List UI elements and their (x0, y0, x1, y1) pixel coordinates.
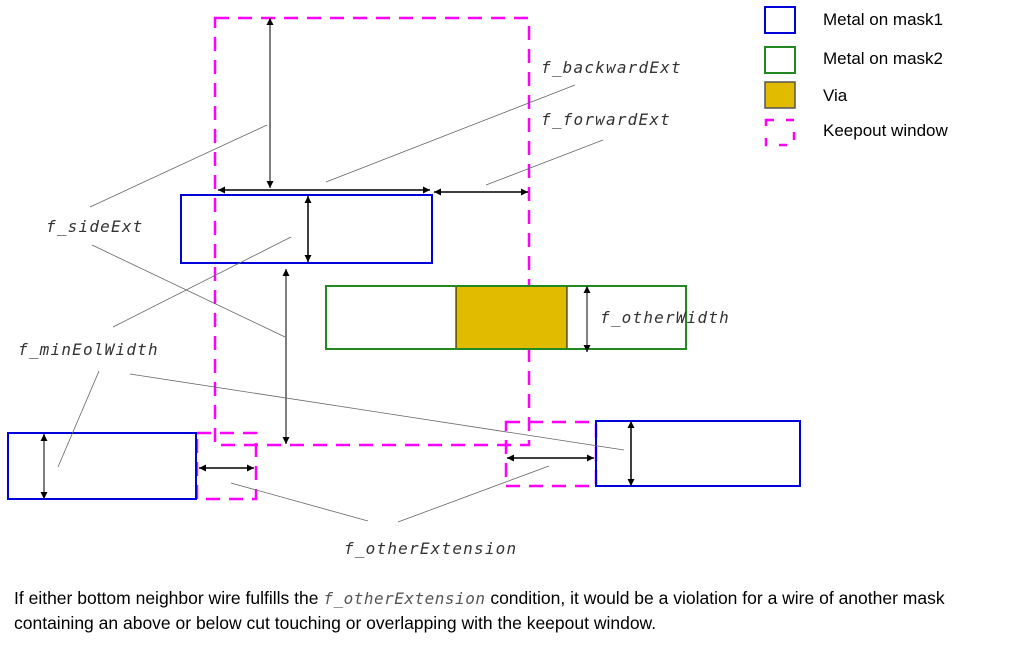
label-min-eol-width: f_minEolWidth (18, 340, 159, 359)
label-backward-ext: f_backwardExt (541, 58, 682, 77)
legend-mask2-label: Metal on mask2 (823, 49, 943, 68)
legend-mask1-label: Metal on mask1 (823, 10, 943, 29)
mask1-wire-bottom-left (7, 432, 197, 500)
leader-lines (57, 84, 625, 523)
caption-part2: condition, it would be a violation for a… (14, 588, 945, 633)
mask2-wire (325, 285, 687, 350)
legend-keepout-label: Keepout window (823, 121, 948, 140)
legend-mask2-swatch (764, 46, 796, 74)
keepout-window-main (213, 16, 531, 447)
label-other-width: f_otherWidth (600, 308, 730, 327)
caption-code: f_otherExtension (323, 589, 486, 608)
mask1-wire-main (180, 194, 433, 264)
label-forward-ext: f_forwardExt (541, 110, 671, 129)
legend-keepout-swatch (764, 118, 796, 147)
keepout-diagram: f_backwardExt f_forwardExt f_sideExt f_m… (7, 6, 948, 558)
keepout-window-right-extension (504, 420, 598, 488)
label-other-extension: f_otherExtension (344, 539, 517, 558)
keepout-window-left-extension (195, 431, 258, 501)
legend-via-swatch (764, 81, 796, 109)
mask1-wire-bottom-right (595, 420, 801, 487)
caption: If either bottom neighbor wire fulfills … (14, 586, 1004, 635)
label-side-ext: f_sideExt (46, 217, 144, 236)
legend-via-label: Via (823, 86, 848, 105)
legend-mask1-swatch (764, 6, 796, 34)
via (455, 285, 568, 350)
caption-part1: If either bottom neighbor wire fulfills … (14, 588, 324, 608)
legend: Metal on mask1 Metal on mask2 Via Keepou… (764, 6, 948, 147)
